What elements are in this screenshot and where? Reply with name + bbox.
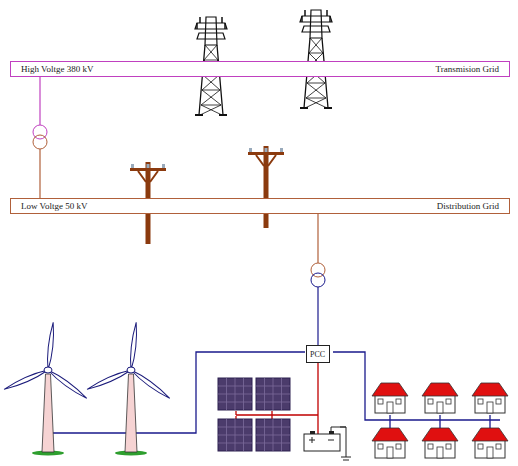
transformer-feeder bbox=[318, 214, 319, 345]
transformer-symbol bbox=[33, 125, 47, 149]
battery-symbol bbox=[304, 427, 351, 460]
node-label: Low Voltge 50 kV bbox=[21, 201, 87, 211]
transformer-feeder bbox=[40, 77, 41, 198]
solar-panel bbox=[218, 378, 252, 410]
distribution-pole bbox=[248, 146, 284, 228]
solar-panel bbox=[218, 419, 252, 451]
solar-panel bbox=[256, 419, 290, 451]
load-feeder bbox=[333, 352, 500, 428]
pcc-box: PCC bbox=[306, 345, 330, 363]
house bbox=[422, 383, 458, 413]
solar-panel bbox=[256, 378, 290, 410]
node-sublabel: Distribution Grid bbox=[437, 201, 499, 211]
house bbox=[372, 383, 408, 413]
wind-turbine bbox=[3, 322, 88, 455]
house bbox=[422, 428, 458, 458]
node-sublabel: Transmision Grid bbox=[436, 64, 499, 74]
house bbox=[472, 428, 508, 458]
node-label: PCC bbox=[310, 350, 325, 359]
transmission-band: High Voltge 380 kV Transmision Grid bbox=[10, 61, 510, 77]
wind-turbine bbox=[86, 322, 171, 455]
house bbox=[472, 383, 508, 413]
distribution-band: Low Voltge 50 kV Distribution Grid bbox=[10, 198, 510, 214]
node-label: High Voltge 380 kV bbox=[21, 64, 93, 74]
transmission-pylon bbox=[300, 10, 332, 108]
transformer-symbol bbox=[311, 263, 325, 287]
house bbox=[372, 428, 408, 458]
